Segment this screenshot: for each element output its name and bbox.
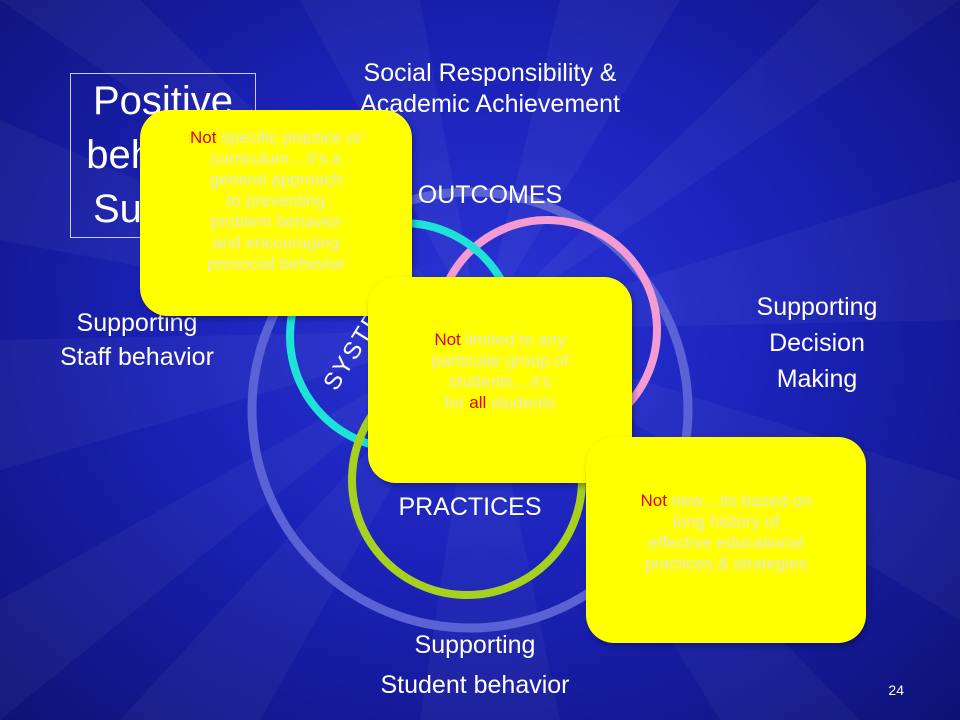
outcomes-label: OUTCOMES xyxy=(417,181,563,209)
note-all-students-line1: limited to any xyxy=(460,330,566,349)
left-label-line2: Staff behavior xyxy=(60,343,214,371)
note-approach-line1: specific practice or xyxy=(216,128,362,147)
bottom-label-line1: Supporting xyxy=(414,631,536,659)
note-history-emphasis: Not xyxy=(640,491,667,510)
note-approach-line6: and encouraging xyxy=(212,233,340,252)
left-label: Supporting Staff behavior xyxy=(22,306,252,374)
note-history-line4: practices & strategies xyxy=(644,554,808,573)
top-label-line1: Social Responsibility & xyxy=(363,59,617,87)
note-all-students: Not limited to any particular group of s… xyxy=(368,277,632,483)
note-approach-line7: prosocial behavior xyxy=(207,254,345,273)
note-approach: Not specific practice or curriculum…it’s… xyxy=(140,110,412,316)
note-all-students-emphasis: Not xyxy=(434,330,461,349)
note-approach-line2: curriculum…it’s a xyxy=(210,149,342,168)
note-approach-line3: general approach xyxy=(209,170,343,189)
note-history-line3: effective educational xyxy=(648,533,804,552)
note-approach-line4: to preventing xyxy=(226,191,326,210)
bottom-label: Supporting Student behavior xyxy=(330,625,620,705)
note-history: Not new…its based on long history of eff… xyxy=(586,437,866,643)
right-label-line2: Decision xyxy=(769,329,865,357)
right-label-line1: Supporting xyxy=(756,293,878,321)
note-all-students-line4-post: students xyxy=(486,393,556,412)
page-number: 24 xyxy=(888,682,904,698)
practices-label: PRACTICES xyxy=(398,493,542,521)
top-label-line2: Academic Achievement xyxy=(360,90,620,119)
bottom-label-line2: Student behavior xyxy=(380,671,570,699)
note-all-students-line2: particular group of xyxy=(431,351,569,370)
note-history-line2: long history of xyxy=(673,512,779,531)
right-label: Supporting Decision Making xyxy=(712,289,922,397)
outer-circle xyxy=(247,187,693,633)
note-approach-line5: problem behavior xyxy=(210,212,342,231)
right-label-line3: Making xyxy=(776,365,858,393)
note-all-students-line3: students…it’s xyxy=(449,372,551,391)
note-all-students-line4-pre: for xyxy=(444,393,470,412)
top-label: Social Responsibility & Academic Achieve… xyxy=(300,58,680,121)
note-all-students-all: all xyxy=(469,393,487,412)
note-history-line1: new…its based on xyxy=(666,491,812,510)
note-approach-emphasis: Not xyxy=(190,128,217,147)
